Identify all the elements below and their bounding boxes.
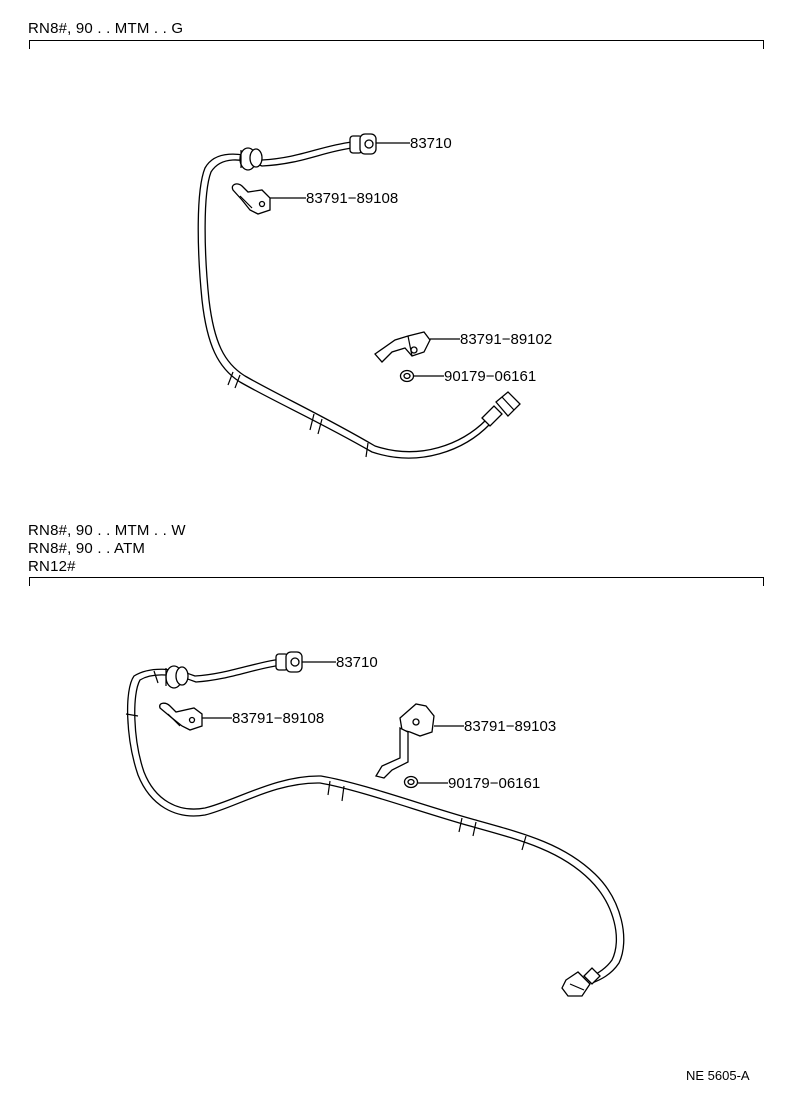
section1-clamp-a	[231, 183, 271, 215]
section2-header-rule	[29, 577, 764, 578]
section1-rule-left-tick	[29, 40, 30, 49]
section2-rule-left-tick	[29, 577, 30, 586]
section2-header-line-1: RN8#, 90 . . MTM . . W	[28, 522, 186, 539]
section2-label-83710: 83710	[336, 654, 378, 671]
section1-cable-grommet	[239, 147, 263, 171]
section1-header-rule	[29, 40, 764, 41]
section2-cable-band	[458, 817, 463, 833]
section2-grommet-part	[403, 775, 419, 789]
section1-cable-band	[365, 442, 369, 458]
section1-cable-bottom-fitting	[481, 391, 521, 427]
section2-header-line-2: RN8#, 90 . . ATM	[28, 540, 146, 557]
section1-cable-band	[317, 418, 323, 435]
section1-rule-right-tick	[763, 40, 764, 49]
section2-cable-top-fitting	[275, 651, 303, 673]
section2-label-clamp-a: 83791−89108	[232, 710, 324, 727]
section2-cable-band	[341, 785, 345, 802]
section1-cable-band	[234, 374, 241, 389]
section1-cable-top-fitting	[349, 133, 377, 155]
section2-clamp-b	[374, 703, 435, 779]
section2-cable-bottom-fitting	[561, 967, 601, 997]
section2-clamp-a	[159, 702, 203, 731]
section1-cable-band	[309, 413, 315, 431]
section2-cable-band	[521, 835, 527, 851]
section1-label-grommet: 90179−06161	[444, 368, 536, 385]
section2-label-grommet: 90179−06161	[448, 775, 540, 792]
section1-grommet-part	[399, 369, 415, 383]
section2-cable-band	[327, 780, 331, 796]
section2-cable-band	[472, 821, 477, 837]
section1-label-clamp-b: 83791−89102	[460, 331, 552, 348]
section2-cable-grommet	[165, 665, 189, 689]
section2-rule-right-tick	[763, 577, 764, 586]
section1-cable-band	[227, 371, 234, 386]
section1-label-83710: 83710	[410, 135, 452, 152]
section2-cable-band	[153, 670, 159, 684]
section1-header-line-1: RN8#, 90 . . MTM . . G	[28, 20, 184, 37]
section1-label-clamp-a: 83791−89108	[306, 190, 398, 207]
figure-code: NE 5605-A	[686, 1068, 750, 1083]
section2-label-clamp-b: 83791−89103	[464, 718, 556, 735]
section2-header-line-3: RN12#	[28, 558, 76, 575]
section2-speedometer-cable-assembly	[125, 651, 625, 997]
section1-speedometer-cable-assembly	[197, 133, 521, 459]
section1-clamp-b	[374, 331, 431, 363]
section2-cable-band	[125, 713, 139, 717]
